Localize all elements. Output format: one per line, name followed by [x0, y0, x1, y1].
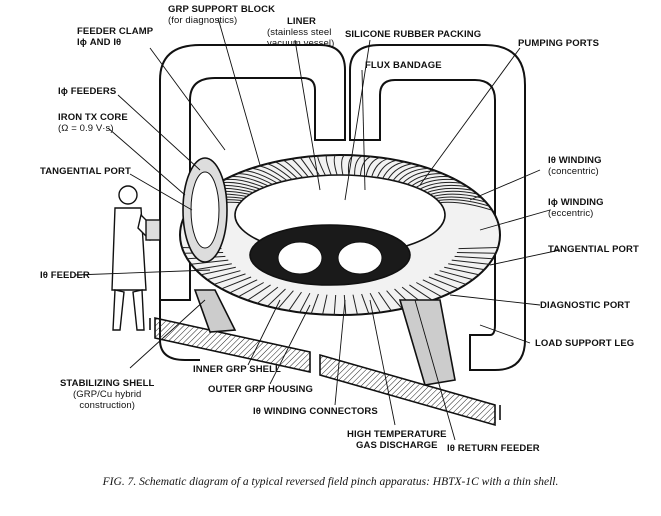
label-diagnostic-port: DIAGNOSTIC PORT [540, 300, 631, 311]
label-liner: LINER (stainless steel vacuum vessel) [267, 16, 335, 49]
label-i-theta-return-feeder: Iθ RETURN FEEDER [447, 443, 540, 454]
port-flange-left [182, 157, 228, 263]
label-grp-support-block: GRP SUPPORT BLOCK (for diagnostics) [168, 4, 276, 26]
torus-body [179, 154, 501, 316]
label-stabilizing-shell: STABILIZING SHELL (GRP/Cu hybrid constru… [60, 378, 155, 411]
label-iron-tx-core: IRON TX CORE (Ω = 0.9 V·s) [58, 112, 128, 134]
label-pumping-ports: PUMPING PORTS [518, 38, 600, 49]
technician-figure [111, 185, 161, 331]
torus-windings [181, 154, 499, 315]
iron-core-right [349, 44, 526, 371]
label-outer-grp-housing: OUTER GRP HOUSING [208, 384, 313, 395]
figure-caption: FIG. 7. Schematic diagram of a typical r… [102, 476, 559, 488]
label-i-phi-feeders: Iϕ FEEDERS [58, 86, 117, 97]
label-i-theta-feeder: Iθ FEEDER [40, 270, 90, 281]
label-i-theta-winding-connectors: Iθ WINDING CONNECTORS [253, 406, 378, 417]
label-i-phi-winding-eccentric: Iϕ WINDING (eccentric) [548, 197, 604, 219]
label-inner-grp-shell: INNER GRP SHELL [193, 364, 281, 375]
label-tangential-port-left: TANGENTIAL PORT [40, 166, 131, 177]
floor-rails [149, 317, 501, 427]
iron-core-left [159, 44, 346, 361]
leader-lines [74, 17, 561, 441]
label-feeder-clamp: FEEDER CLAMP Iϕ AND Iθ [77, 26, 154, 48]
label-flux-bandage: FLUX BANDAGE [365, 60, 442, 71]
label-silicone-rubber-packing: SILICONE RUBBER PACKING [345, 29, 482, 40]
label-tangential-port-right: TANGENTIAL PORT [548, 244, 639, 255]
label-high-temperature-gas-discharge: HIGH TEMPERATURE GAS DISCHARGE [347, 429, 447, 451]
label-i-theta-winding-concentric: Iθ WINDING (concentric) [548, 155, 602, 177]
label-load-support-leg: LOAD SUPPORT LEG [535, 338, 635, 349]
